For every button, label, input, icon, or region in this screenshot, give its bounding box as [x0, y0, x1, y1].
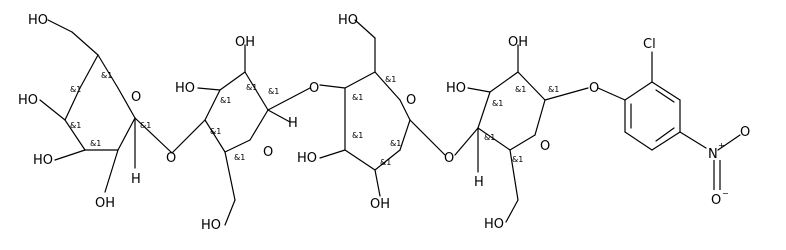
atom-h-r4-c4: H: [474, 175, 484, 190]
atom-oh-r4-c2: OH: [508, 35, 528, 50]
atom-o-r2-ring: O: [263, 145, 273, 160]
stereo-label: &1: [492, 99, 503, 108]
stereo-label: &1: [246, 83, 257, 92]
stereo-label: &1: [385, 75, 396, 84]
stereo-label: &1: [512, 155, 523, 164]
atom-o-nitro-up: O: [740, 125, 750, 140]
stereo-label: &1: [380, 158, 391, 167]
atom-o-r3-ring: O: [406, 93, 416, 108]
atom-o-nitro-down: O: [711, 193, 721, 208]
stereo-label: &1: [70, 121, 81, 130]
atom-ho-r1-c3: HO: [33, 153, 53, 168]
atom-o-link-34: O: [444, 151, 454, 166]
atom-label-layer: HO HO HO OH O H O OH HO O H HO O HO O HO…: [18, 13, 750, 233]
atom-ho-r2-c3: HO: [175, 81, 195, 96]
stereo-label: &1: [101, 71, 112, 80]
atom-ho-r1-c4: HO: [18, 93, 38, 108]
atom-h-r2-c1: H: [288, 116, 298, 131]
atom-h-r1-c1: H: [131, 172, 141, 187]
atom-oh-r1-c2: OH: [95, 196, 115, 211]
stereo-label: &1: [548, 85, 559, 94]
charge-plus: +: [718, 141, 725, 150]
charge-minus: −: [722, 189, 729, 198]
atom-ho-r2-ch2: HO: [201, 218, 221, 233]
atom-ho-r3-ch2: HO: [338, 13, 358, 28]
stereo-label: &1: [268, 87, 279, 96]
atom-o-link-23: O: [309, 81, 319, 96]
stereo-label: &1: [390, 139, 401, 148]
stereo-label: &1: [234, 153, 245, 162]
stereo-label: &1: [70, 85, 81, 94]
atom-ho-r3-c3: HO: [297, 151, 317, 166]
atom-o-link-ph: O: [589, 81, 599, 96]
bond-layer: [39, 19, 741, 226]
atom-ho-r4-ch2: HO: [484, 217, 504, 232]
stereo-label: &1: [352, 93, 363, 102]
stereo-label-layer: &1 &1 &1 &1 &1 &1 &1 &1 &1 &1 &1 &1 &1 &…: [70, 71, 559, 167]
stereo-label: &1: [515, 85, 526, 94]
atom-oh-r2-c2: OH: [235, 35, 255, 50]
atom-cl: Cl: [643, 37, 656, 52]
atom-o-link-12: O: [166, 151, 176, 166]
atom-o-r1-ring: O: [131, 90, 141, 105]
atom-n-nitro: N: [708, 147, 718, 162]
stereo-label: &1: [220, 96, 231, 105]
atom-ho-r4-c3: HO: [446, 81, 466, 96]
atom-ho-r1-ch2: HO: [28, 13, 48, 28]
stereo-label: &1: [210, 127, 221, 136]
stereo-label: &1: [90, 139, 101, 148]
stereo-label: &1: [352, 131, 363, 140]
stereo-label: &1: [484, 133, 495, 142]
atom-oh-r3-c2: OH: [370, 197, 390, 212]
stereo-label: &1: [140, 121, 151, 130]
atom-o-r4-ring: O: [540, 139, 550, 154]
